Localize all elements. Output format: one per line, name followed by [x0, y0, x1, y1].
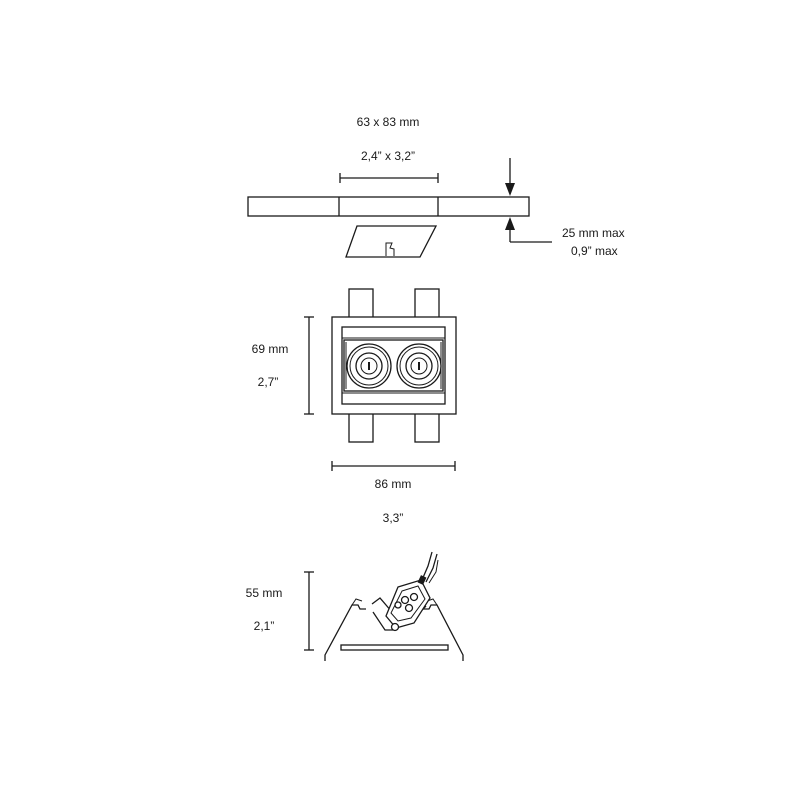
fixture-housing [331, 316, 457, 415]
tilted-lamp-module [371, 575, 431, 632]
cutout-imperial-label: 2,4” x 3,2” [361, 149, 415, 163]
arrow-up-icon [505, 217, 515, 230]
spot-lamp-icon [396, 343, 442, 389]
lamp-frame [341, 326, 446, 405]
front-height-dimension-line [304, 316, 314, 415]
spot-lamp-icon [346, 343, 392, 389]
arrow-down-icon [505, 183, 515, 196]
front-height-imperial-label: 2,7” [258, 375, 279, 389]
side-view: 55 mm 2,1” [246, 551, 464, 661]
trim-plate [340, 644, 449, 651]
side-depth-imperial-label: 2,1” [254, 619, 275, 633]
right-spring-clip [423, 604, 464, 661]
left-spring-clip [324, 604, 366, 661]
ceiling-thickness-dimension [505, 158, 552, 243]
bottom-left-spring [348, 412, 374, 443]
power-cable [421, 551, 433, 581]
cutout-section: 63 x 83 mm 2,4” x 3,2” 25 mm max 0,9” ma… [247, 115, 625, 258]
side-depth-dimension-line [304, 571, 314, 651]
top-left-spring [348, 288, 374, 319]
bottom-right-spring [414, 412, 440, 443]
ceiling-panel [247, 196, 530, 217]
front-width-dimension-line [331, 461, 456, 471]
front-height-metric-label: 69 mm [252, 342, 289, 356]
front-view: 69 mm 2,7” [252, 288, 457, 525]
side-depth-metric-label: 55 mm [246, 586, 283, 600]
front-width-imperial-label: 3,3” [383, 511, 404, 525]
ceiling-imperial-label: 0,9” max [571, 244, 618, 258]
front-width-metric-label: 86 mm [375, 477, 412, 491]
top-right-spring [414, 288, 440, 319]
section-cut-symbol [345, 225, 438, 258]
cutout-width-dimension-line [339, 173, 439, 183]
cutout-metric-label: 63 x 83 mm [357, 115, 420, 129]
ceiling-metric-label: 25 mm max [562, 226, 625, 240]
